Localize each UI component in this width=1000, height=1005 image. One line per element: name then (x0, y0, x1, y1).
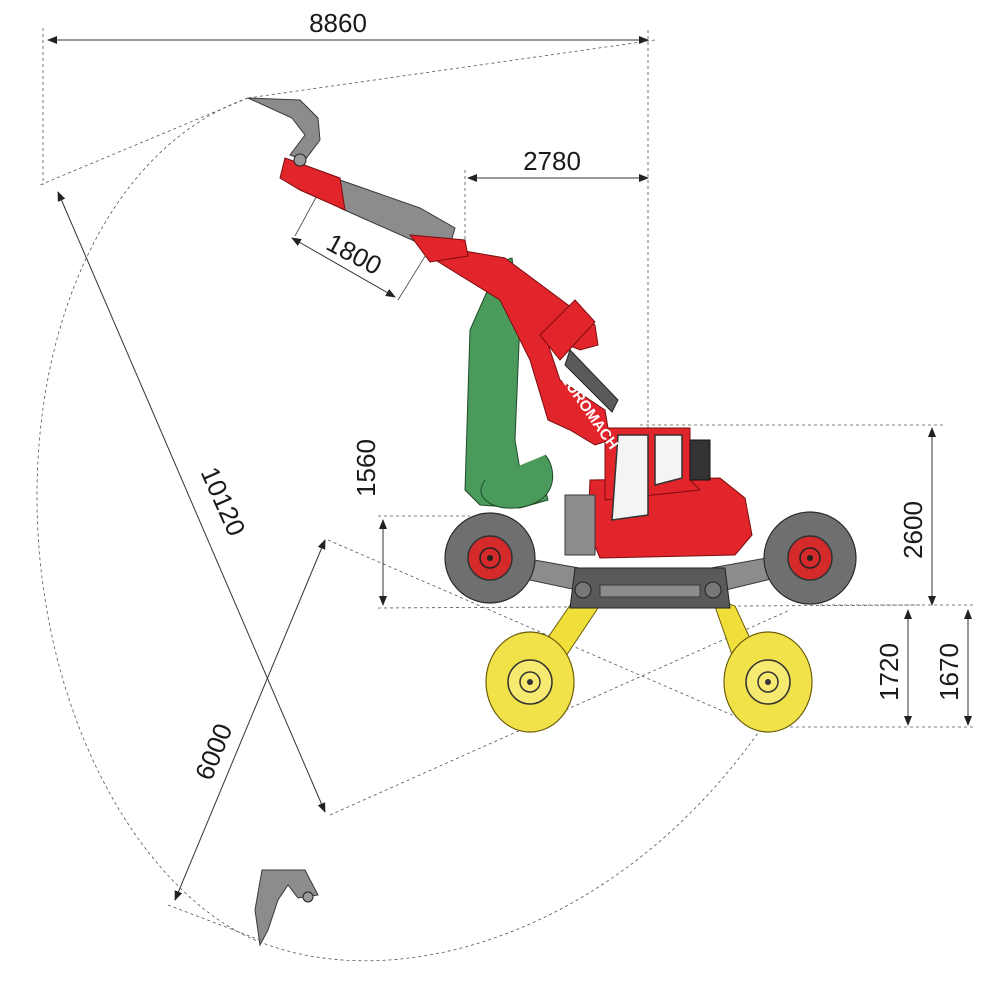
label-leg-depth-a: 1720 (874, 643, 904, 701)
boom-base (564, 494, 596, 556)
label-rear-offset: 2780 (523, 146, 581, 176)
label-front-height: 1560 (351, 439, 381, 497)
bucket-raised (247, 97, 321, 167)
rear-wheel-lowered (723, 631, 813, 733)
front-wheel (444, 512, 536, 604)
upper-structure (564, 427, 753, 559)
arm-alternate-position (464, 257, 554, 509)
bucket-lowered (254, 869, 319, 947)
label-cab-height: 2600 (898, 501, 928, 559)
label-stick-length: 1800 (322, 227, 387, 281)
stick-joint (408, 234, 469, 263)
lowered-legs (485, 597, 813, 733)
boom-knuckle (539, 299, 596, 361)
exhaust (689, 439, 711, 481)
cab-window-front (611, 434, 649, 521)
boom-cylinder (564, 349, 619, 413)
wheels (444, 511, 857, 605)
dim-line-6000 (174, 539, 326, 901)
outrigger-beam (599, 584, 701, 598)
front-wheel-lowered (485, 631, 575, 733)
rear-wheel (763, 511, 857, 605)
lowered-bucket (254, 869, 319, 947)
dim-line-10120 (57, 191, 326, 813)
label-max-reach-width: 8860 (309, 8, 367, 38)
boom-assembly: EUROMACH (279, 157, 621, 453)
main-boom (429, 244, 611, 446)
chassis (489, 551, 801, 609)
label-dig-depth: 6000 (189, 719, 238, 784)
label-leg-depth-b: 1670 (934, 643, 964, 701)
cab-window-side (654, 434, 683, 486)
green-bucket (480, 454, 554, 509)
raised-bucket (247, 97, 321, 161)
stick-head (279, 157, 346, 211)
